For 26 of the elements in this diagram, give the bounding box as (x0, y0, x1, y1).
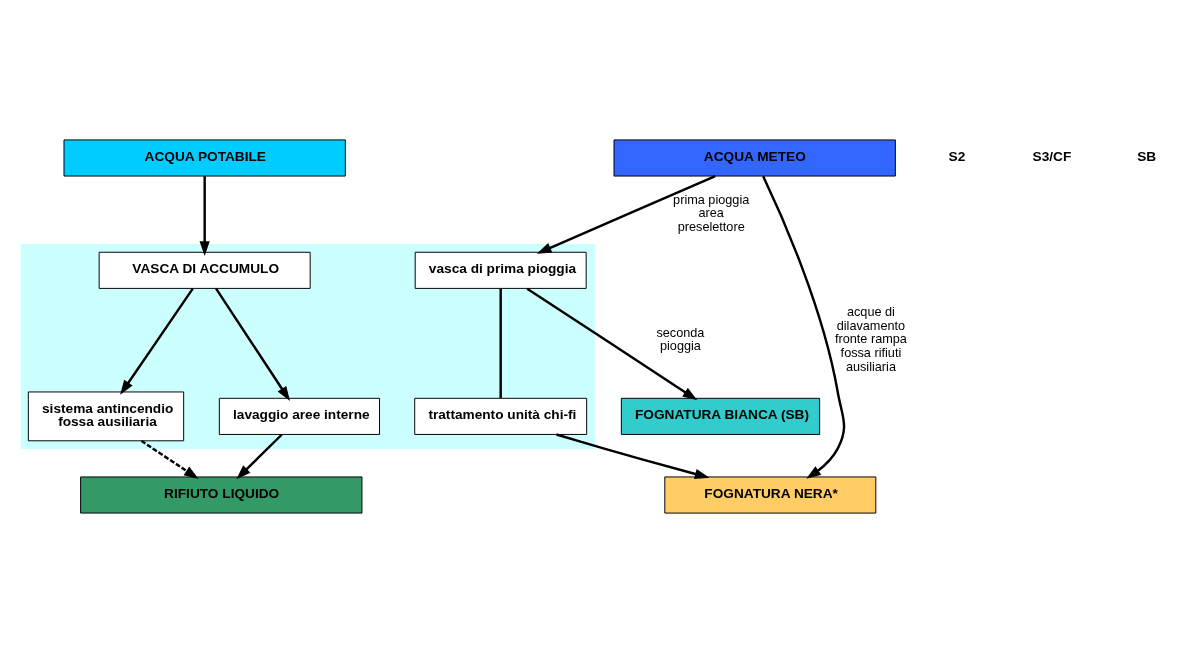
arrow (762, 175, 846, 479)
arrow (140, 439, 199, 479)
arrow (556, 432, 710, 479)
arrow (215, 287, 290, 401)
node-box: lavaggio aree interne (218, 397, 381, 435)
node-box: ACQUA METEO (613, 138, 896, 177)
edge-label: acque di dilavamento fronte rampa fossa rifiuti ausiliaria (834, 304, 907, 374)
arrow (199, 175, 210, 256)
node-box: sistema antincendio fossa ausiliaria (27, 390, 185, 441)
label: S2 (948, 148, 966, 164)
connector (499, 288, 502, 398)
node-box: FOGNATURA BIANCA (SB) (620, 397, 821, 435)
label: S3/CF (1032, 148, 1072, 164)
node-box: VASCA DI ACCUMULO (98, 251, 311, 289)
arrow (236, 433, 283, 479)
node-box: RIFIUTO LIQUIDO (80, 475, 363, 514)
edge-label: prima pioggia area preselettore (673, 192, 750, 234)
node-box: trattamento unità chi-fi (414, 397, 588, 435)
arrow (526, 287, 698, 400)
arrow (536, 174, 716, 254)
node-box: ACQUA POTABILE (63, 138, 346, 177)
node-box: FOGNATURA NERA* (664, 475, 877, 514)
label: SB (1137, 148, 1157, 164)
edge-label: seconda pioggia (656, 325, 705, 353)
arrow (120, 287, 194, 395)
node-box: vasca di prima pioggia (414, 251, 587, 289)
